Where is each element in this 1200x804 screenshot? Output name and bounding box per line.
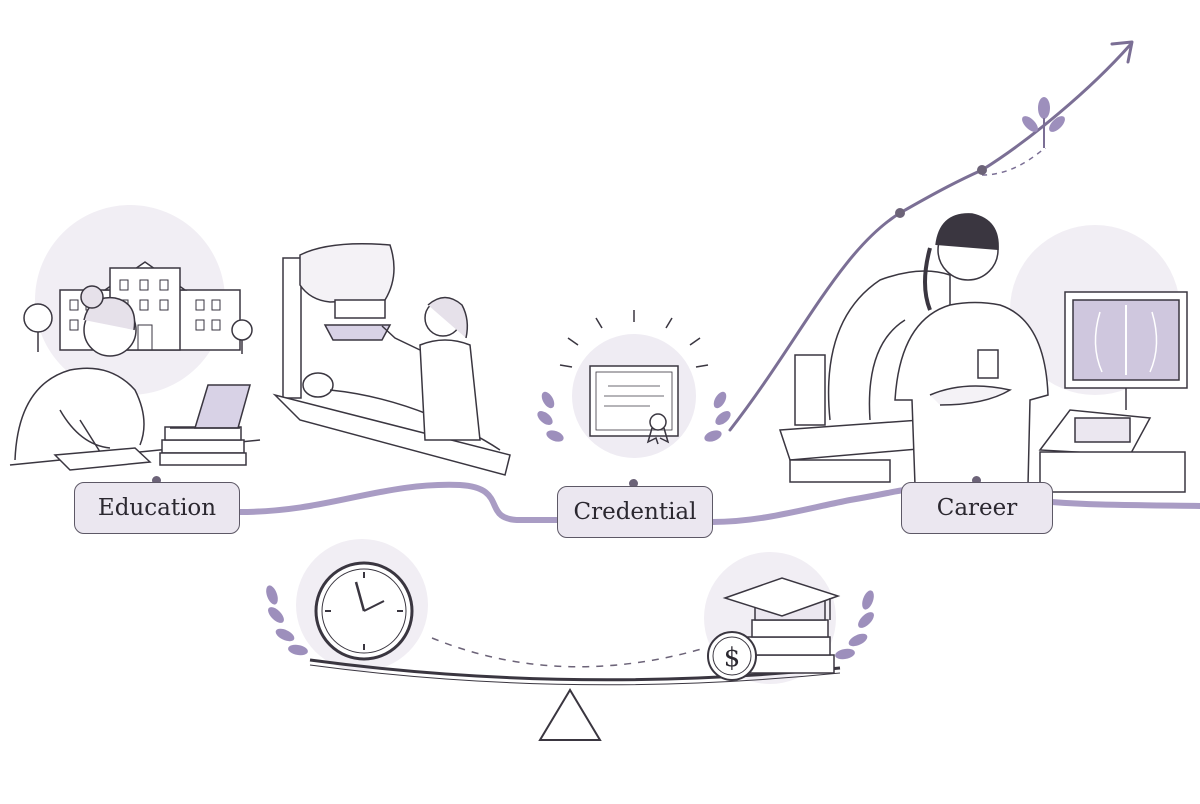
stage-credential-label: Credential	[557, 486, 713, 538]
control-console-icon	[1038, 409, 1186, 493]
pathway-line	[237, 481, 1200, 525]
balance-scale-icon: $	[266, 539, 874, 741]
fulcrum-icon	[538, 688, 602, 741]
growth-arrow-icon	[728, 40, 1134, 432]
currency-symbol: $	[724, 643, 741, 673]
education-marker	[152, 476, 161, 485]
credential-marker	[629, 479, 638, 488]
xray-machine-icon	[282, 243, 395, 399]
notebook-icon	[53, 447, 152, 471]
books-icon	[159, 426, 247, 466]
radiographer-icon	[894, 213, 1049, 486]
laptop-icon	[170, 384, 251, 429]
imaging-procedure-scene-icon	[272, 243, 511, 476]
credential-scene-icon	[537, 310, 731, 458]
student-icon	[14, 285, 145, 461]
badge-icon	[977, 349, 999, 379]
ribbon-seal-icon	[649, 413, 667, 431]
education-scene-icon	[9, 261, 261, 471]
laurel-icon	[537, 391, 731, 442]
career-marker	[972, 476, 981, 485]
laurel-icon	[266, 585, 874, 660]
technician-icon	[381, 296, 481, 441]
career-scene-icon	[778, 213, 1188, 493]
coin-icon	[707, 631, 757, 681]
graduation-cap-money-icon	[707, 577, 841, 681]
sprout-icon	[1022, 97, 1065, 148]
stage-career-label: Career	[901, 482, 1053, 534]
monitor-icon	[1064, 291, 1188, 410]
tree-icon	[23, 303, 253, 354]
stage-education-label: Education	[74, 482, 240, 534]
clock-icon	[314, 561, 414, 661]
